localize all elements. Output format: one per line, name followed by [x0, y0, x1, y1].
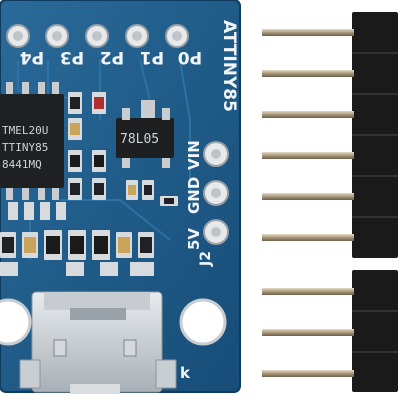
header-pin — [262, 152, 354, 159]
label-p0: P0 — [178, 47, 202, 67]
micro-usb-connector — [19, 291, 177, 394]
mounting-hole-left — [0, 298, 32, 346]
mcu-line-1: TMEL20U — [2, 124, 48, 137]
smd-components — [0, 92, 178, 276]
mcu-body — [0, 94, 64, 188]
header-pin — [262, 370, 354, 377]
header-3pin-body — [352, 270, 398, 392]
header-pin — [262, 70, 354, 77]
header-pin — [262, 329, 354, 336]
label-p4: P4 — [20, 47, 44, 67]
header-pin — [262, 234, 354, 241]
mcu-pins-bottom — [6, 186, 59, 200]
regulator: 78L05 — [116, 100, 174, 168]
label-vin: VIN — [185, 140, 203, 170]
mcu-chip: TMEL20U TTINY85 8441MQ — [0, 82, 64, 200]
top-pin-pads — [6, 24, 189, 48]
header-3pin — [262, 270, 398, 392]
header-6pin — [262, 12, 398, 258]
label-gnd: GND — [185, 177, 203, 214]
header-pin — [262, 288, 354, 295]
header-3pin-dividers — [352, 310, 398, 353]
top-pin-labels: P4 P3 P2 P1 P0 — [20, 47, 202, 67]
label-j2: J2 — [198, 251, 214, 267]
label-5v: 5V — [185, 228, 203, 250]
mcu-line-3: 8441MQ — [2, 158, 42, 171]
mcu-line-2: TTINY85 — [2, 141, 48, 154]
mcu-pins-top — [6, 82, 59, 96]
header-pin — [262, 111, 354, 118]
header-pin — [262, 193, 354, 200]
label-p1: P1 — [140, 47, 164, 67]
board-title: ATTINY85 — [219, 20, 239, 112]
corner-mark: k — [180, 364, 191, 382]
side-power-pads — [203, 141, 229, 245]
label-p3: P3 — [60, 47, 84, 67]
mounting-hole-right — [179, 298, 227, 346]
header-6pin-dividers — [352, 52, 398, 218]
label-p2: P2 — [100, 47, 124, 67]
header-pin — [262, 29, 354, 36]
regulator-label: 78L05 — [120, 132, 159, 147]
